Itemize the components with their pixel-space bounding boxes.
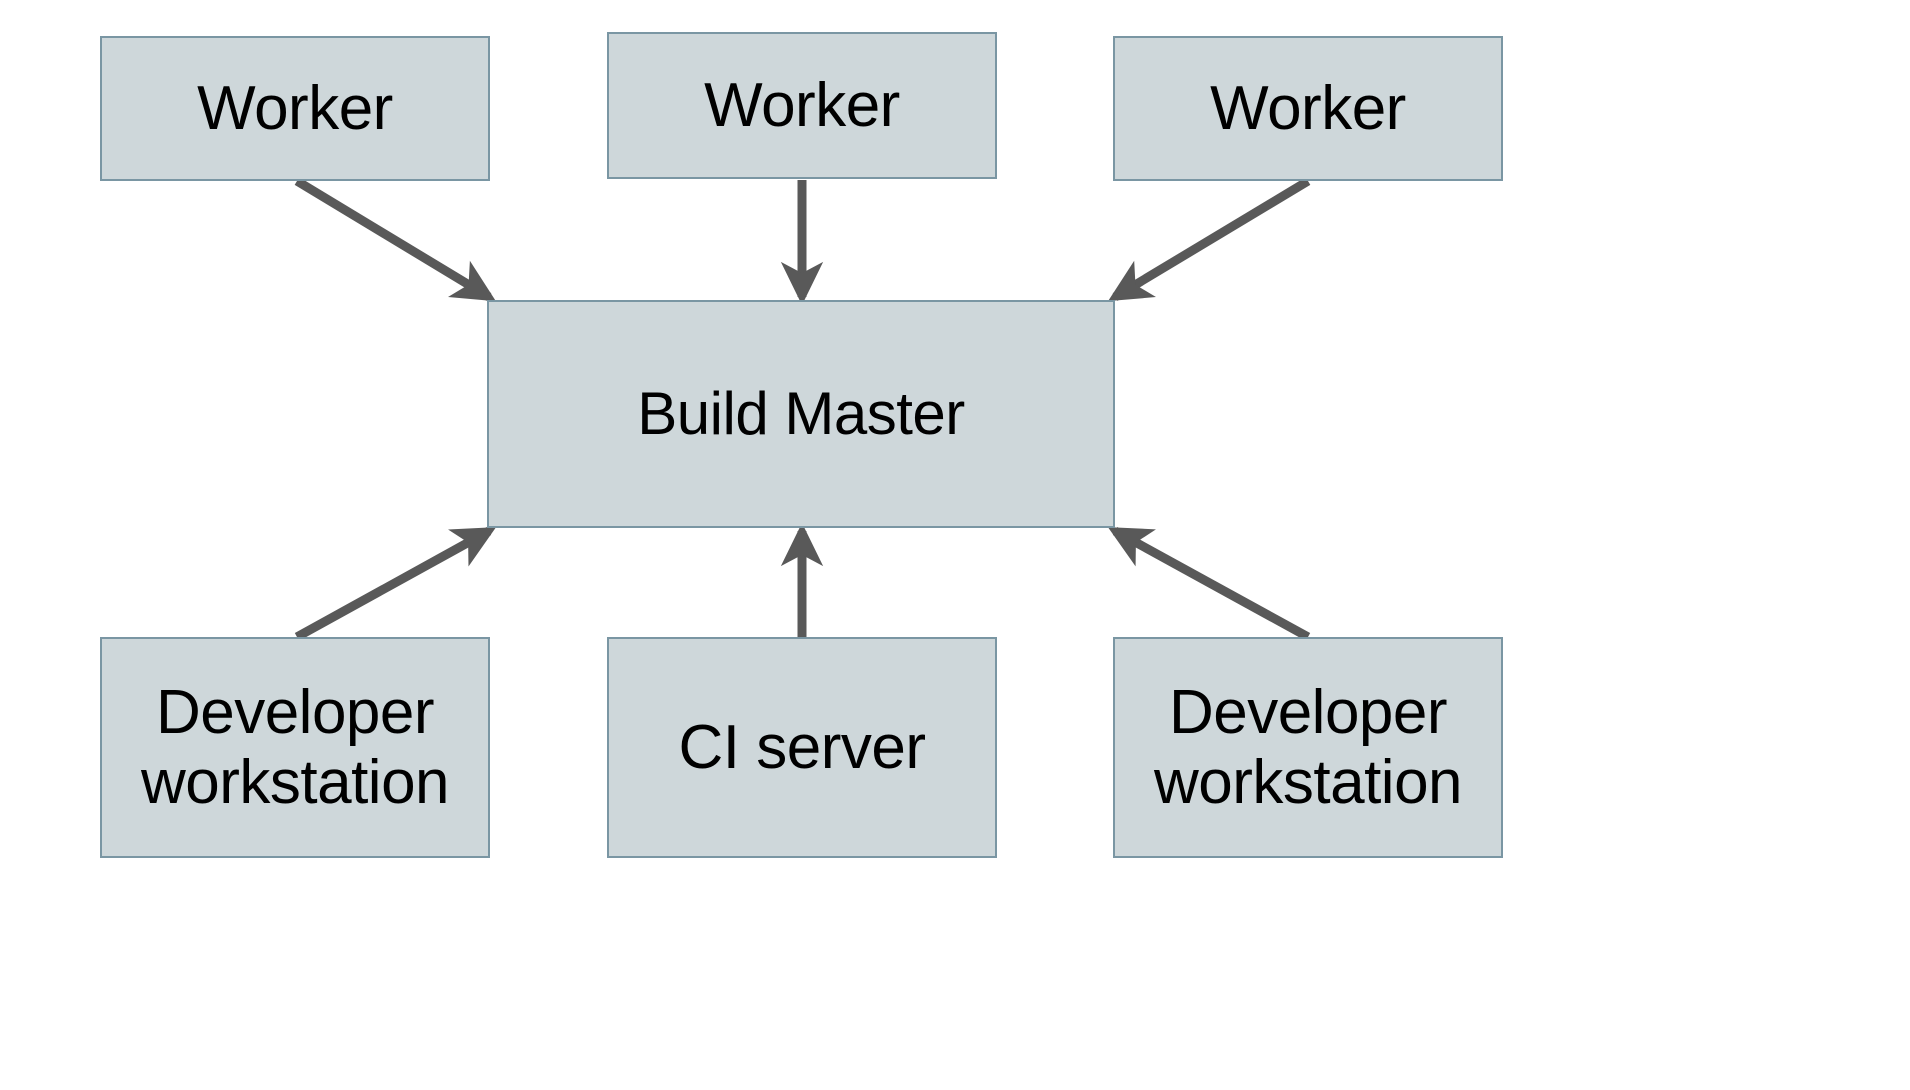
node-label-worker-right: Worker [1210,73,1406,143]
node-label-worker-center: Worker [704,70,900,140]
node-worker-right[interactable]: Worker [1113,36,1503,181]
node-label-ci-server: CI server [678,712,926,782]
edge-dev-left-to-master[interactable] [294,527,497,641]
edge-worker-right-to-master[interactable] [1108,177,1311,302]
node-developer-workstation-right[interactable]: Developer workstation [1113,637,1503,858]
node-label-developer-workstation-left: Developer workstation [140,678,450,817]
node-build-master[interactable]: Build Master [487,300,1115,528]
node-ci-server[interactable]: CI server [607,637,997,858]
node-worker-center[interactable]: Worker [607,32,997,179]
node-label-developer-workstation-right: Developer workstation [1153,678,1463,817]
node-label-worker-left: Worker [197,73,393,143]
edge-worker-left-to-master[interactable] [294,177,496,302]
node-worker-left[interactable]: Worker [100,36,490,181]
edge-dev-right-to-master[interactable] [1107,527,1311,641]
node-label-build-master: Build Master [637,380,965,448]
node-developer-workstation-left[interactable]: Developer workstation [100,637,490,858]
